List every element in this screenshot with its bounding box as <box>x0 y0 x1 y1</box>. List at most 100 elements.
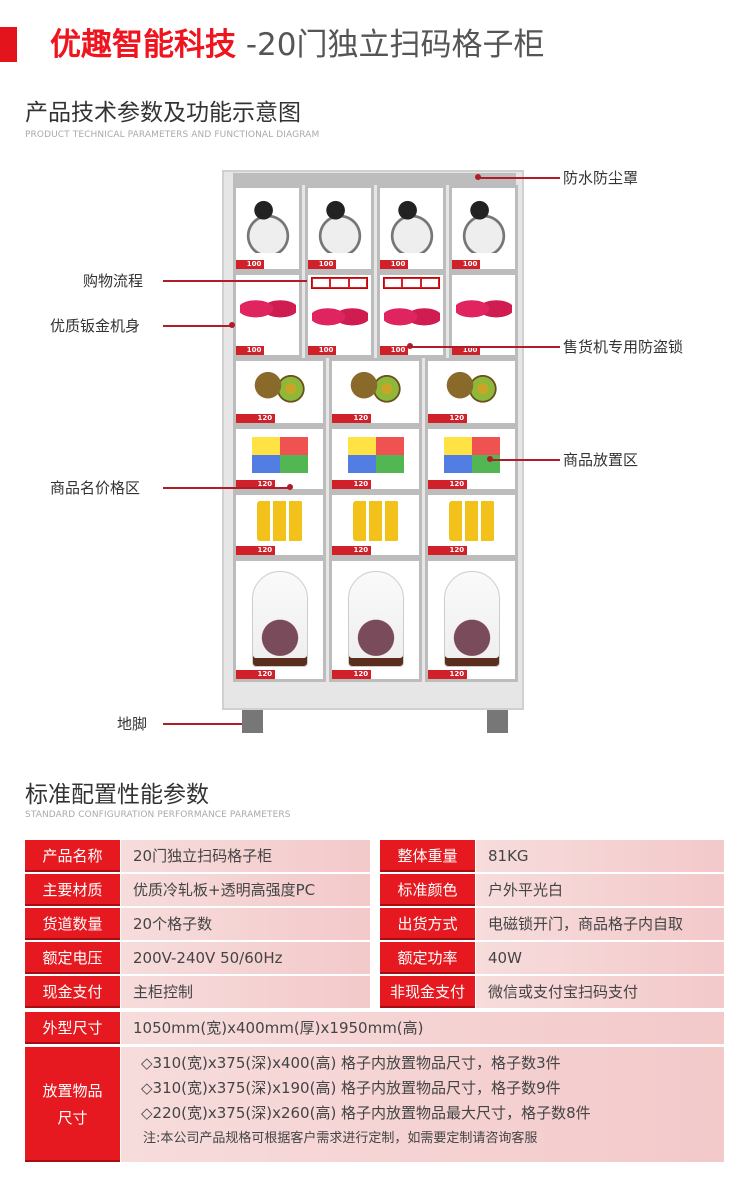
price-tag: 100 <box>380 260 443 269</box>
spec-label: 额定功率 <box>380 942 475 974</box>
spec-label: 出货方式 <box>380 908 475 940</box>
shopping-flow-sign <box>311 277 368 289</box>
locker-door: 120 <box>425 492 518 558</box>
locker-door: 120 <box>329 426 422 492</box>
kiwi-image <box>441 369 502 405</box>
glass-dome-flowers-image <box>347 571 404 667</box>
spec-value: 200V-240V 50/60Hz <box>121 942 370 974</box>
callout-line <box>163 325 233 327</box>
spec-label: 产品名称 <box>25 840 120 872</box>
rubiks-cube-image <box>443 437 500 473</box>
locker-door: 120 <box>425 558 518 682</box>
price-tag: 120 <box>428 670 515 679</box>
callout-dot <box>407 343 413 349</box>
callout-product-area: 商品放置区 <box>563 451 639 469</box>
spec-value-item-size: ◇310(宽)x375(深)x400(高) 格子内放置物品尺寸，格子数3件 ◇3… <box>121 1047 724 1162</box>
dragon-fruit-image <box>455 289 512 325</box>
price: 100 <box>380 346 409 355</box>
locker-door: 120 <box>233 426 326 492</box>
shopping-flow-sign <box>383 277 440 289</box>
chips-bag-image <box>448 501 495 541</box>
locker-door: 120 <box>233 558 326 682</box>
locker-door: 120 <box>233 492 326 558</box>
robot-dog-image <box>245 196 290 253</box>
spec-label: 额定电压 <box>25 942 120 974</box>
price-tag: 100 <box>380 346 443 355</box>
label-line: 尺寸 <box>57 1108 88 1127</box>
price-tag: 120 <box>236 670 323 679</box>
locker-door: 120 <box>233 358 326 426</box>
callout-line <box>163 487 290 489</box>
callout-anti-theft-lock: 售货机专用防盗锁 <box>563 338 684 356</box>
spec-value: 微信或支付宝扫码支付 <box>476 976 724 1008</box>
price: 100 <box>308 346 337 355</box>
price-tag: 120 <box>428 414 515 423</box>
spec-value: 电磁锁开门，商品格子内自取 <box>476 908 724 940</box>
price-tag: 100 <box>452 260 515 269</box>
locker-door: 120 <box>329 358 422 426</box>
spec-value: 主柜控制 <box>121 976 370 1008</box>
chips-bag-image <box>256 501 303 541</box>
callout-shopping-flow: 购物流程 <box>83 272 144 290</box>
price: 120 <box>332 414 372 423</box>
price-tag: 120 <box>332 414 419 423</box>
spec-label: 外型尺寸 <box>25 1012 120 1044</box>
spec-label-item-size: 放置物品 尺寸 <box>25 1047 120 1162</box>
callout-line <box>163 723 242 725</box>
price-tag: 120 <box>236 546 323 555</box>
chips-bag-image <box>352 501 399 541</box>
section-subtitle-diagram: PRODUCT TECHNICAL PARAMETERS AND FUNCTIO… <box>25 130 320 140</box>
price: 120 <box>236 480 276 489</box>
callout-line <box>410 346 560 348</box>
callout-dot <box>229 322 235 328</box>
note: 注:本公司产品规格可根据客户需求进行定制，如需要定制请咨询客服 <box>143 1131 538 1146</box>
price: 120 <box>428 480 468 489</box>
dust-cover <box>233 173 516 185</box>
spec-label: 现金支付 <box>25 976 120 1008</box>
locker-door: 100 <box>233 185 302 272</box>
label-line: 放置物品 <box>42 1081 103 1100</box>
product-title: -20门独立扫码格子柜 <box>236 27 545 63</box>
spec-value: 1050mm(宽)x400mm(厚)x1950mm(高) <box>121 1012 724 1044</box>
callout-sheet-metal: 优质钣金机身 <box>50 317 141 335</box>
locker-door: 100 <box>449 272 518 358</box>
accent-bar <box>0 27 17 62</box>
callout-dot <box>487 456 493 462</box>
spec-label: 货道数量 <box>25 908 120 940</box>
callout-price-area: 商品名价格区 <box>50 479 141 497</box>
kiwi-image <box>249 369 310 405</box>
price: 120 <box>428 414 468 423</box>
spec-value: 40W <box>476 942 724 974</box>
spec-value: 优质冷轧板+透明高强度PC <box>121 874 370 906</box>
locker-door: 100 <box>305 185 374 272</box>
spec-value: 20门独立扫码格子柜 <box>121 840 370 872</box>
price-tag: 100 <box>452 346 515 355</box>
dragon-fruit-image <box>383 297 440 333</box>
locker-door: 120 <box>329 558 422 682</box>
price-tag: 100 <box>236 346 299 355</box>
section-title-diagram: 产品技术参数及功能示意图 <box>25 100 301 126</box>
price: 100 <box>236 260 265 269</box>
price-tag: 120 <box>236 480 323 489</box>
price-tag: 100 <box>308 346 371 355</box>
callout-line <box>490 459 560 461</box>
price-tag: 120 <box>332 670 419 679</box>
price-tag: 120 <box>428 546 515 555</box>
robot-dog-image <box>461 196 506 253</box>
price-tag: 120 <box>236 414 323 423</box>
price: 120 <box>332 670 372 679</box>
glass-dome-flowers-image <box>251 571 308 667</box>
price: 100 <box>452 346 481 355</box>
price-tag: 120 <box>332 546 419 555</box>
price-tag: 100 <box>308 260 371 269</box>
cabinet-foot-right <box>487 710 508 733</box>
price: 120 <box>236 670 276 679</box>
callout-line <box>163 280 307 282</box>
price: 120 <box>332 546 372 555</box>
price-tag: 120 <box>332 480 419 489</box>
section-subtitle-specs: STANDARD CONFIGURATION PERFORMANCE PARAM… <box>25 810 291 820</box>
page-title: 优趣智能科技 -20门独立扫码格子柜 <box>50 24 545 66</box>
spec-label: 主要材质 <box>25 874 120 906</box>
rubiks-cube-image <box>347 437 404 473</box>
price: 100 <box>452 260 481 269</box>
